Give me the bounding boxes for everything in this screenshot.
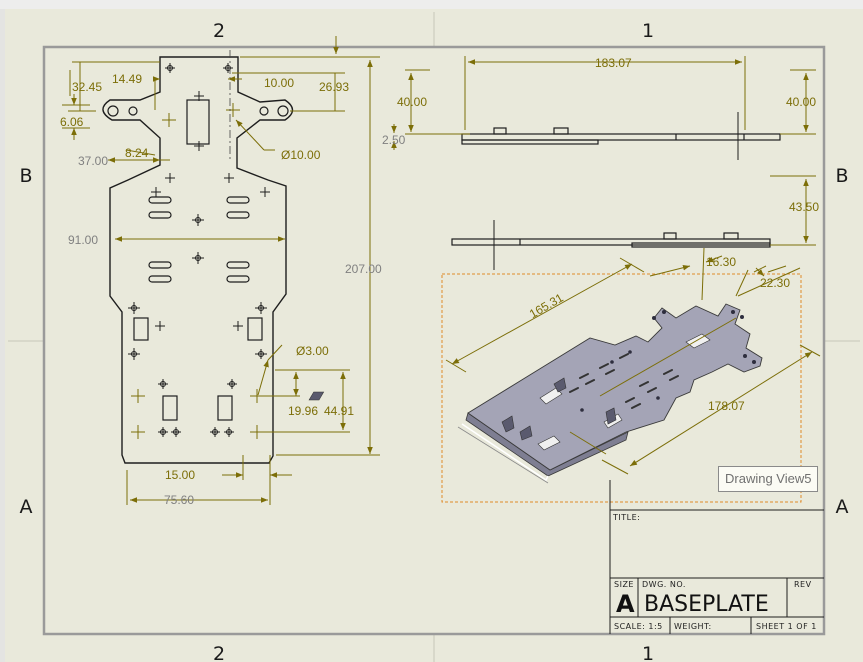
isometric-features (308, 333, 711, 451)
dim-hole-10[interactable]: Ø10.00 (281, 148, 321, 162)
dim-43-50[interactable]: 43.50 (789, 200, 819, 214)
sheet-border (42, 45, 826, 636)
zone-top-1: 1 (642, 20, 654, 42)
front-view-olive-marks (131, 103, 264, 439)
dim-40-00-left[interactable]: 40.00 (397, 95, 427, 109)
isometric-edge-highlight (461, 423, 549, 482)
title-label: TITLE: (612, 513, 640, 522)
dwg-no-label: DWG. NO. (642, 580, 686, 589)
size-label: SIZE (614, 580, 634, 589)
dim-26-93[interactable]: 26.93 (319, 80, 349, 94)
zone-bottom-2: 2 (213, 643, 225, 662)
dim-14-49[interactable]: 14.49 (112, 72, 142, 86)
dim-37-00[interactable]: 37.00 (78, 154, 108, 168)
rev-label: REV (794, 580, 812, 589)
title-block[interactable]: TITLE: SIZE A DWG. NO. BASEPLATE REV SCA… (609, 480, 824, 634)
front-view-center-marks (128, 63, 270, 437)
side-view-top-dimension-lines (391, 56, 816, 150)
dim-16-30[interactable]: 16.30 (706, 255, 736, 269)
side-view-bottom-dimension-lines (770, 175, 816, 246)
window-top-strip (0, 0, 863, 9)
dim-183-07[interactable]: 183.07 (595, 56, 632, 70)
dim-15-00[interactable]: 15.00 (165, 468, 195, 482)
dim-44-91[interactable]: 44.91 (324, 404, 354, 418)
front-view-outline (102, 56, 294, 464)
dim-40-00-right[interactable]: 40.00 (786, 95, 816, 109)
isometric-dimension-lines (445, 247, 821, 475)
isometric-view[interactable]: 165.31 16.30 22.30 178.07 (308, 247, 821, 503)
dim-32-45[interactable]: 32.45 (72, 80, 102, 94)
dim-2-50[interactable]: 2.50 (382, 133, 406, 147)
dim-19-96[interactable]: 19.96 (288, 404, 318, 418)
front-view-dimension-lines (62, 36, 380, 505)
dim-8-24[interactable]: 8.24 (125, 146, 149, 160)
zone-left-a: A (20, 496, 33, 518)
side-view-top[interactable]: 183.07 40.00 40.00 2.50 (382, 56, 816, 160)
dim-10-00[interactable]: 10.00 (264, 76, 294, 90)
dwg-no-value: BASEPLATE (644, 592, 769, 617)
side-view-bottom[interactable]: 43.50 (451, 175, 819, 270)
front-view[interactable]: 14.49 10.00 32.45 26.93 6.06 8.24 37.00 … (60, 36, 382, 507)
isometric-edge-shadow (457, 426, 549, 484)
zone-left-b: B (19, 165, 32, 187)
zone-bottom-1: 1 (642, 643, 654, 662)
dim-22-30[interactable]: 22.30 (760, 276, 790, 290)
size-value: A (616, 590, 635, 618)
sheet-label: SHEET 1 OF 1 (756, 622, 817, 631)
drawing-view-tooltip: Drawing View5 (718, 466, 819, 492)
dim-6-06[interactable]: 6.06 (60, 115, 84, 129)
dim-178-07[interactable]: 178.07 (708, 399, 745, 413)
zone-right-b: B (835, 165, 848, 187)
zone-top-2: 2 (213, 20, 225, 42)
dim-hole-3[interactable]: Ø3.00 (296, 344, 329, 358)
front-view-holes (107, 99, 289, 421)
side-view-top-outline (461, 127, 781, 145)
weight-label: WEIGHT: (674, 622, 712, 631)
zone-dividers (8, 12, 860, 662)
zone-right-a: A (836, 496, 849, 518)
scale-label: SCALE: 1:5 (614, 622, 663, 631)
dim-91-00[interactable]: 91.00 (68, 233, 98, 247)
dim-75-60[interactable]: 75.60 (164, 493, 194, 507)
dim-207-00[interactable]: 207.00 (345, 262, 382, 276)
